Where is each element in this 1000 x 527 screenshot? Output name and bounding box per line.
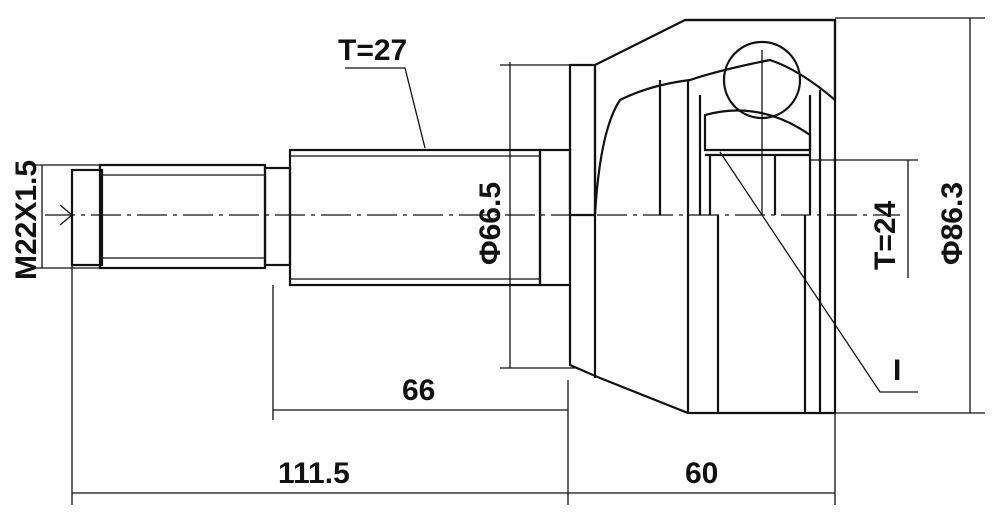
thread-label: M22X1.5 [10,160,43,280]
dimension-111-5: 111.5 [278,457,350,490]
spline-inner-label: T=24 [869,200,902,270]
threaded-end [59,163,267,270]
spline-shaft-label: T=27 [338,34,407,67]
outer-diameter-label: Φ86.3 [936,182,969,265]
dimension-lines [35,17,985,505]
part-marker-label: I [893,354,901,387]
outer-housing [568,18,837,415]
seal-diameter-label: Φ66.5 [474,182,507,265]
spline-shaft [263,148,572,287]
dimension-66: 66 [402,374,435,407]
dimension-60: 60 [685,457,718,490]
